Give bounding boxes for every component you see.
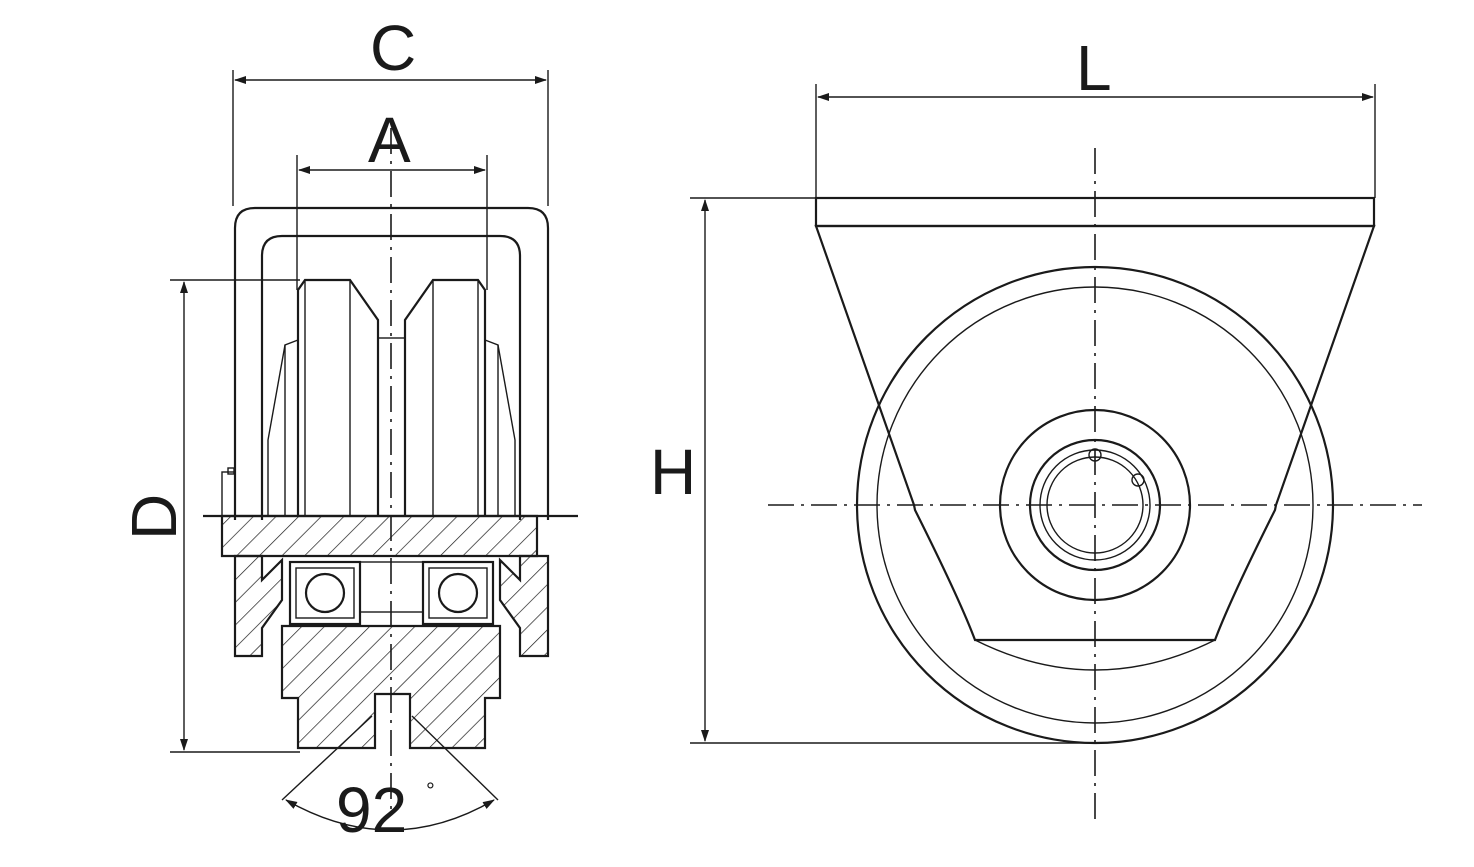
dim-label-l: L — [1076, 32, 1112, 104]
front-section-view: C A D 92 ° — [118, 12, 578, 846]
fork-bracket-outer — [233, 206, 550, 520]
dim-label-h: H — [650, 436, 696, 508]
angle-value: 92 — [336, 774, 407, 846]
wheel-left-flange — [296, 278, 380, 516]
right-bearing — [421, 560, 495, 626]
left-bearing — [288, 560, 362, 626]
dim-label-c: C — [370, 12, 416, 84]
side-view: L H — [650, 32, 1422, 820]
left-ball — [304, 572, 346, 614]
right-housing — [498, 554, 550, 658]
right-ball — [437, 572, 479, 614]
dim-label-a: A — [368, 104, 411, 176]
left-housing — [233, 554, 284, 658]
angle-degree: ° — [426, 778, 435, 803]
angle-arc — [285, 799, 495, 831]
dim-label-d: D — [118, 494, 190, 540]
wheel-right-flange — [403, 278, 487, 516]
plate-section — [220, 514, 539, 558]
